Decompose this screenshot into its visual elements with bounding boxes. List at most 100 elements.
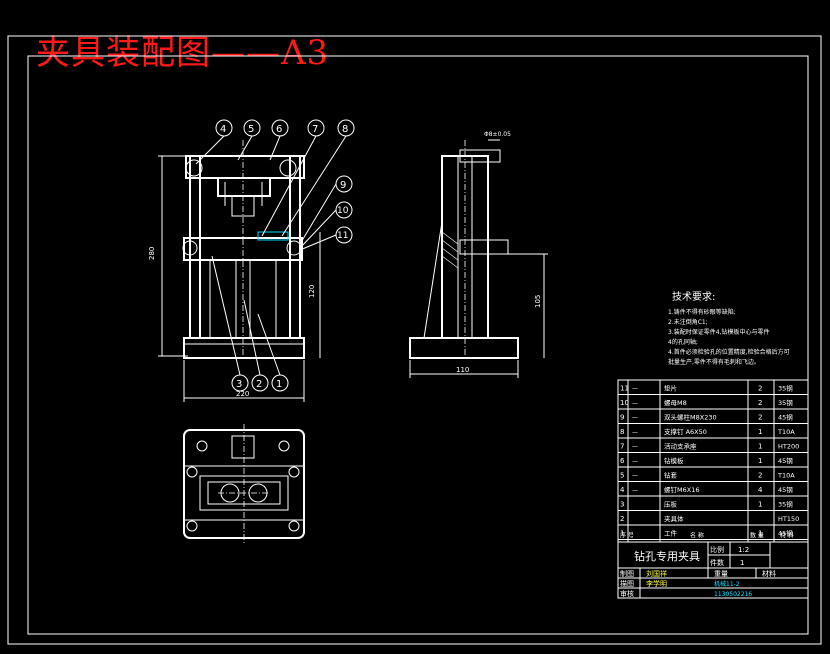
drawn-label: 制图 <box>620 569 634 578</box>
dim-height-side: 105 <box>534 295 542 308</box>
bom-name: 垫片 <box>664 384 677 393</box>
bom-name: 钻模板 <box>664 456 684 465</box>
bom-header-name: 名 称 <box>690 532 704 540</box>
class-label: 机械11-2 <box>714 580 740 588</box>
front-view: 280 120 220 <box>148 140 321 402</box>
title-block: 钻孔专用夹具 比例 1:2 件数 1 制图 刘国祥 重量 材料 描图 李学明 机… <box>617 541 809 599</box>
tech-req-heading: 技术要求: <box>672 290 715 303</box>
material-label: 材料 <box>762 569 776 578</box>
bom-material: HT200 <box>778 443 799 451</box>
balloon: 5 <box>248 124 254 135</box>
scale-label: 比例 <box>710 545 724 554</box>
bom-no: 6 <box>620 457 625 465</box>
bom-code: — <box>632 400 638 407</box>
inner-frame <box>27 55 809 635</box>
bom-no: 8 <box>620 428 624 436</box>
tech-req-item: 4.首件必须检验孔的位置精度,检验合格后方可 <box>668 348 790 356</box>
bom-qty: 2 <box>758 385 762 393</box>
count-label: 件数 <box>710 558 724 567</box>
top-view <box>183 424 305 544</box>
balloon: 8 <box>342 124 348 135</box>
bom-material: 45钢 <box>778 414 793 422</box>
weight-label: 重量 <box>714 570 728 578</box>
student-id: 1130502216 <box>714 591 752 598</box>
bom-no: 1 <box>620 530 624 538</box>
bom-material: 45钢 <box>778 457 793 465</box>
bom-name: 螺母M8 <box>664 398 687 407</box>
drawing-title: 夹具装配图——A3 <box>36 33 330 73</box>
dim-width-front: 220 <box>236 390 249 398</box>
tech-req-item: 2.未注倒角C1; <box>668 318 708 326</box>
count-value: 1 <box>740 559 744 567</box>
balloon-group: 4 5 6 7 8 9 10 11 3 2 1 <box>195 119 355 392</box>
balloon: 4 <box>220 124 226 135</box>
bom-code: — <box>632 473 638 480</box>
bom-qty: 4 <box>758 486 763 494</box>
tolerance-note: Φ8±0.05 <box>484 131 511 138</box>
bom-header-no: 序 号 <box>620 532 634 540</box>
bom-name: 压板 <box>664 500 678 509</box>
dim-width-side: 110 <box>456 366 469 374</box>
balloon: 6 <box>276 124 282 135</box>
bom-code: — <box>632 487 638 494</box>
bom-qty: 1 <box>758 428 762 436</box>
bom-material: 35钢 <box>778 385 793 393</box>
bom-name: 双头螺柱M8X230 <box>664 413 717 422</box>
drawn-by: 刘国祥 <box>646 569 667 578</box>
bom-qty: 1 <box>758 443 762 451</box>
balloon: 7 <box>312 124 318 135</box>
bom-material: 35钢 <box>778 399 793 407</box>
bom-no: 10 <box>620 399 629 407</box>
bom-no: 5 <box>620 472 624 480</box>
tech-req-item: 1.铸件不得有砂眼等缺陷; <box>668 308 736 316</box>
tech-requirements: 技术要求: 1.铸件不得有砂眼等缺陷; 2.未注倒角C1; 3.装配时保证零件4… <box>668 290 790 366</box>
bom-material: T10A <box>777 428 795 436</box>
bom-name: 螺钉M6X16 <box>664 485 699 494</box>
bom-material: HT150 <box>778 515 799 523</box>
bom-no: 4 <box>620 486 625 494</box>
bom-name: 支撑钉 A6X50 <box>664 427 707 436</box>
tech-req-item: 批量生产,零件不得有毛刺和飞边。 <box>668 358 760 366</box>
drawing-name: 钻孔专用夹具 <box>634 549 700 563</box>
balloon: 11 <box>337 231 348 241</box>
bom-code: — <box>632 458 638 465</box>
tech-req-item: 4的孔同轴; <box>668 338 698 346</box>
dim-height-mid: 120 <box>308 285 316 298</box>
balloon: 3 <box>236 379 242 390</box>
balloon: 9 <box>340 180 346 191</box>
hatch-section <box>441 231 459 269</box>
bom-code: — <box>632 386 638 393</box>
bom-qty: 2 <box>758 472 762 480</box>
balloon: 2 <box>256 379 262 390</box>
bom-qty: 1 <box>758 530 762 538</box>
bom-qty: 1 <box>758 501 762 509</box>
bom-no: 7 <box>620 443 624 451</box>
outer-frame <box>7 35 822 645</box>
bom-material: 45钢 <box>778 530 793 538</box>
check-label: 描图 <box>620 579 634 588</box>
balloon: 10 <box>337 206 349 216</box>
bom-qty: 2 <box>758 414 762 422</box>
bom-name: 活动支承座 <box>664 442 697 451</box>
bom-name: 夹具体 <box>664 514 684 523</box>
check-by: 李学明 <box>646 579 667 588</box>
bom-no: 9 <box>620 414 624 422</box>
bom-code: — <box>632 429 638 436</box>
bom-header-qty: 数 量 <box>750 532 764 540</box>
bom-qty: 1 <box>758 457 762 465</box>
bom-name: 工件 <box>664 529 678 538</box>
balloon: 1 <box>276 379 282 390</box>
bom-code: — <box>632 444 638 451</box>
bom-no: 2 <box>620 515 624 523</box>
bom-name: 钻套 <box>664 471 678 480</box>
review-label: 审核 <box>620 589 634 598</box>
dim-height-front: 280 <box>148 247 156 260</box>
bom-material: T10A <box>777 472 795 480</box>
bom-qty: 2 <box>758 399 762 407</box>
bom-material: 35钢 <box>778 501 793 509</box>
bom-no: 11 <box>620 385 629 393</box>
bom-no: 3 <box>620 501 624 509</box>
scale-value: 1:2 <box>738 546 749 554</box>
